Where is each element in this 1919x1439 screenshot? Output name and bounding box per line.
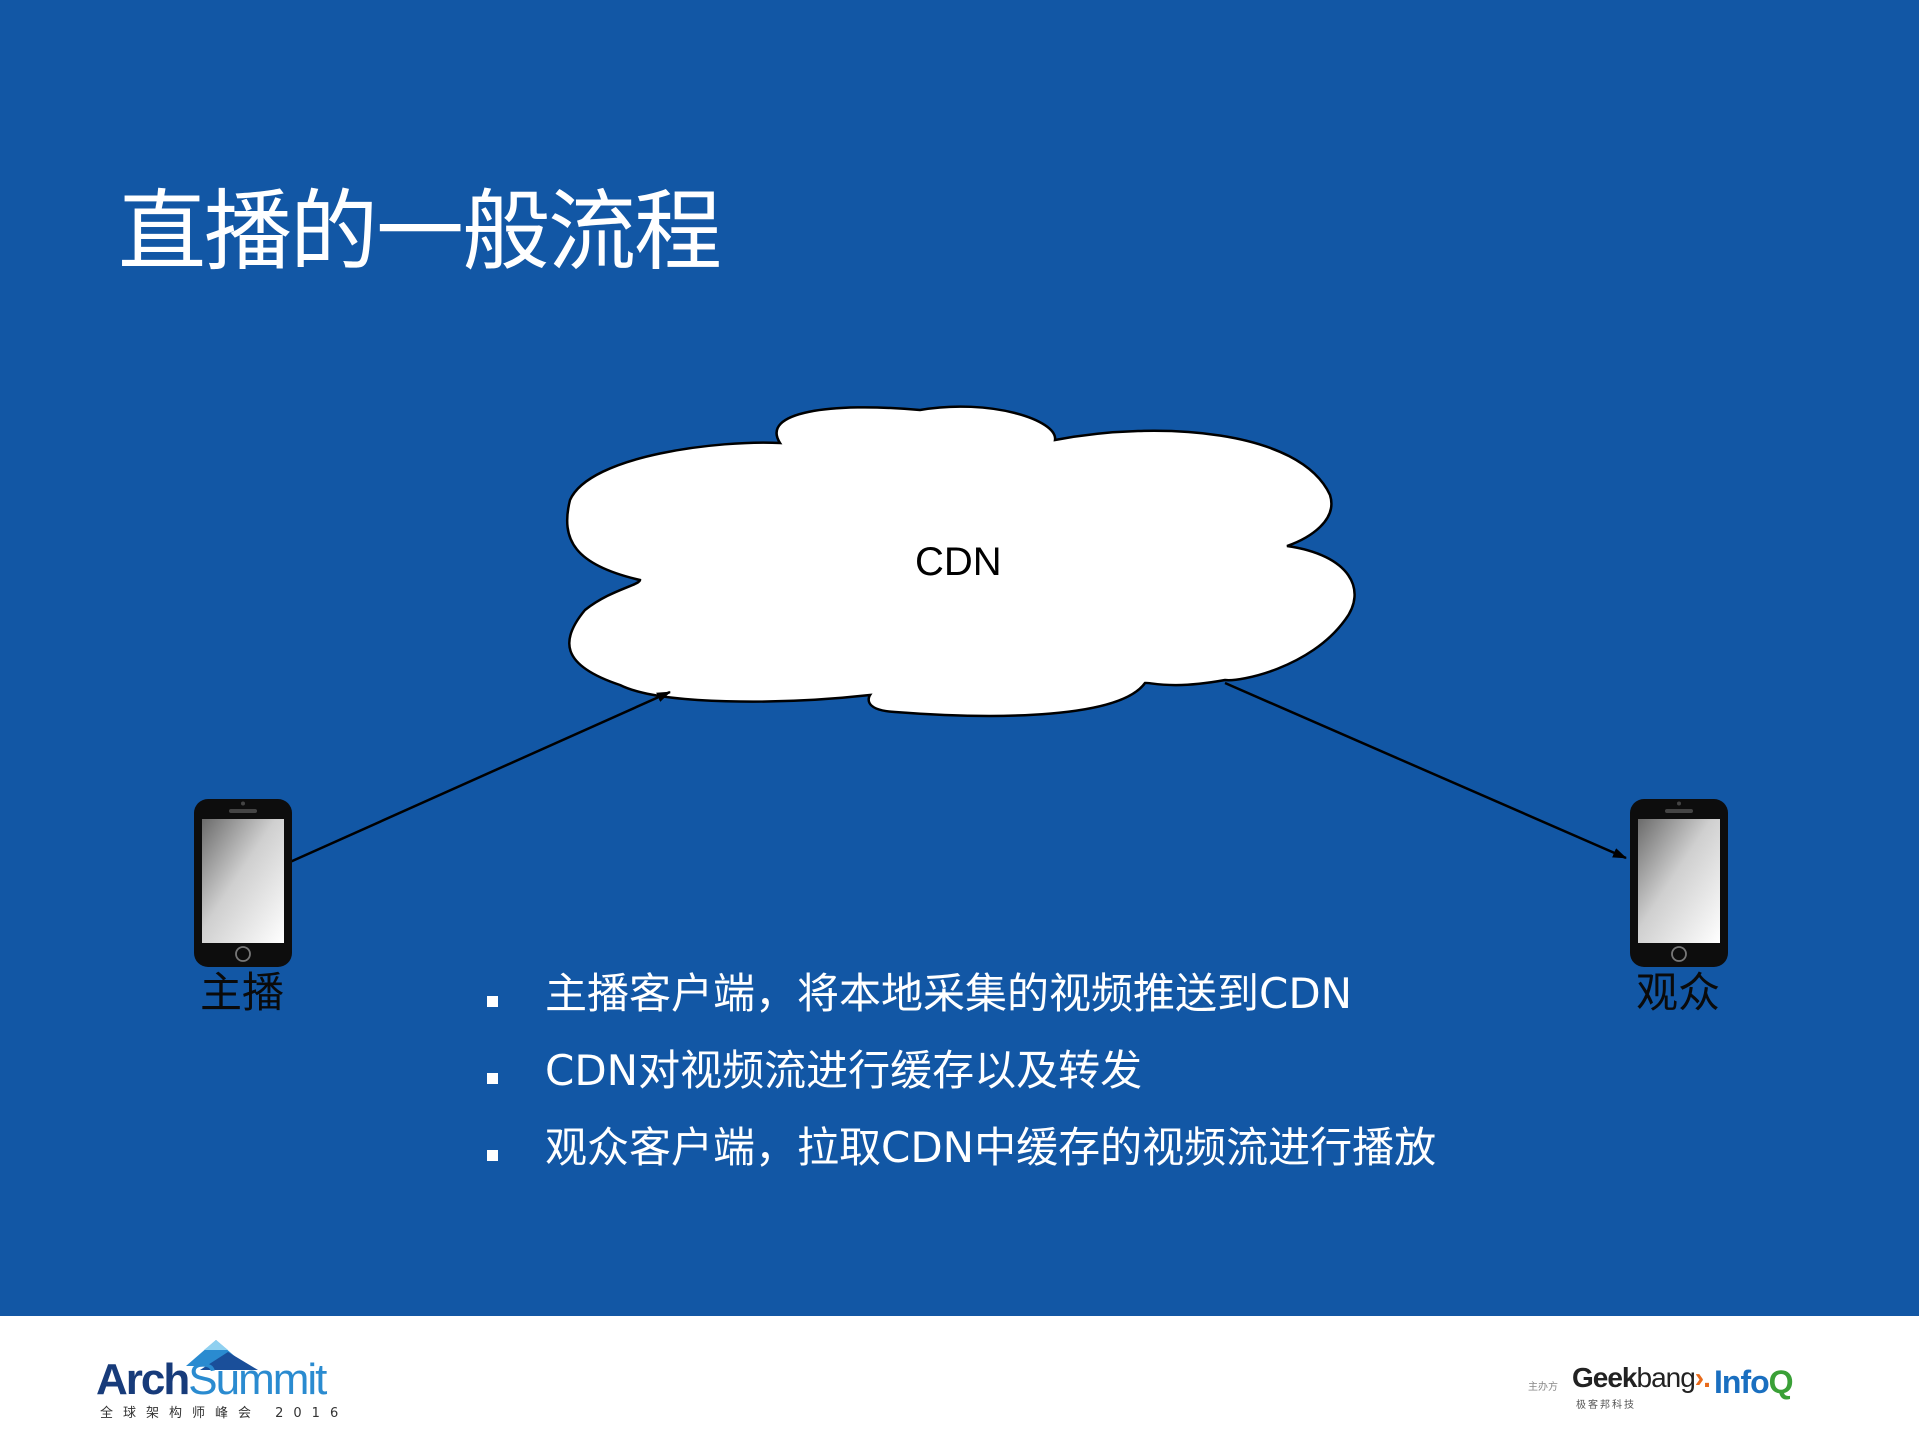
sponsor-logos: 主办方 Geekbang›. 极客邦科技 InfoQ — [1528, 1360, 1828, 1412]
logo-subtitle: 全球架构师峰会 2016 — [100, 1406, 349, 1421]
geekbang-arrow: ›. — [1694, 1362, 1711, 1393]
bullet-text: 观众客户端，拉取CDN中缓存的视频流进行播放 — [545, 1123, 1437, 1172]
cdn-label: CDN — [915, 540, 1002, 584]
infoq-text: Info — [1714, 1364, 1770, 1400]
bullet-square-icon — [487, 1073, 498, 1084]
smartphone-icon — [1630, 799, 1728, 967]
archsummit-logo: ArchSummit 全球架构师峰会 2016 — [96, 1336, 338, 1421]
footer — [0, 1316, 1919, 1439]
infoq-logo: InfoQ — [1714, 1364, 1794, 1400]
broadcaster-label: 主播 — [200, 968, 285, 1017]
bullet-text: CDN对视频流进行缓存以及转发 — [545, 1046, 1143, 1095]
bullet-item: CDN对视频流进行缓存以及转发 — [485, 1045, 1436, 1122]
bullet-item: 主播客户端，将本地采集的视频推送到CDN — [485, 968, 1436, 1045]
bullet-list: 主播客户端，将本地采集的视频推送到CDN CDN对视频流进行缓存以及转发 观众客… — [485, 968, 1436, 1199]
logo-arch-text: Arch — [96, 1355, 190, 1404]
viewer-label: 观众 — [1636, 968, 1721, 1017]
smartphone-icon — [194, 799, 292, 967]
logo-summit-text: Summit — [188, 1355, 327, 1404]
bullet-square-icon — [487, 996, 498, 1007]
bullet-text: 主播客户端，将本地采集的视频推送到CDN — [545, 969, 1353, 1018]
mountain-icon — [186, 1340, 258, 1370]
geekbang-subtitle: 极客邦科技 — [1576, 1400, 1636, 1411]
geekbang-logo: Geekbang›. — [1572, 1362, 1711, 1393]
host-label: 主办方 — [1528, 1382, 1558, 1393]
bullet-item: 观众客户端，拉取CDN中缓存的视频流进行播放 — [485, 1122, 1436, 1199]
infoq-q: Q — [1768, 1364, 1794, 1400]
bang-text: bang — [1636, 1362, 1696, 1393]
bullet-square-icon — [487, 1150, 498, 1161]
slide-title: 直播的一般流程 — [118, 180, 722, 283]
pull-arrow — [1224, 681, 1627, 860]
push-arrow — [289, 690, 671, 864]
flow-diagram — [194, 405, 1728, 967]
geek-text: Geek — [1572, 1362, 1637, 1393]
cdn-cloud — [565, 405, 1356, 718]
